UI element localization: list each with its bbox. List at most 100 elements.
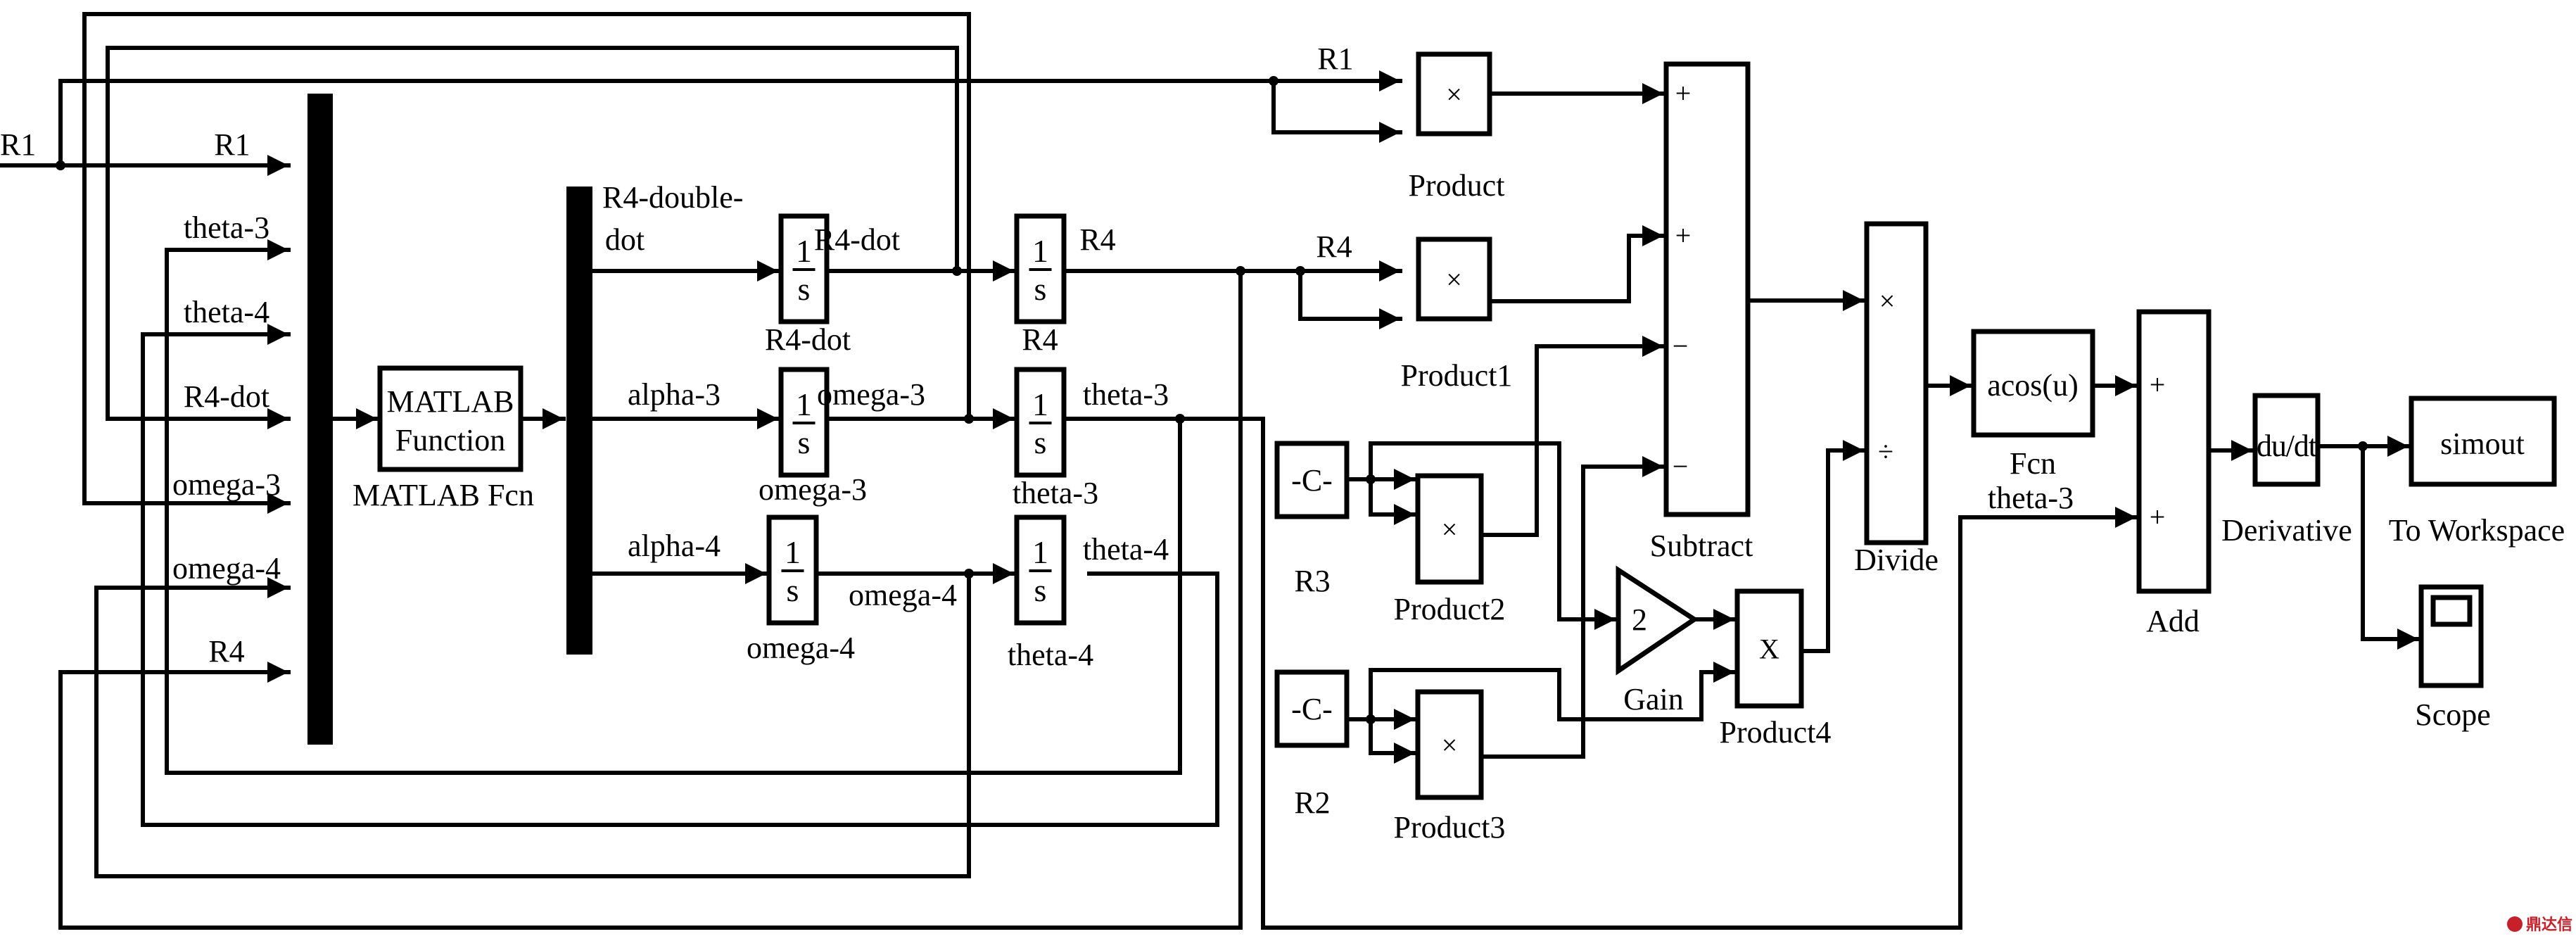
integrator-block[interactable]: 1s: [1014, 514, 1067, 626]
mux-block[interactable]: [307, 94, 333, 745]
integrator-block[interactable]: 1s: [766, 514, 819, 626]
integrator-name: R4-dot: [765, 322, 851, 357]
wire-theta4-feedback[interactable]: [141, 324, 1219, 827]
wire-omega4-feedback[interactable]: [94, 571, 971, 878]
junction-dot: [56, 160, 65, 170]
products: ×Product×Product1×Product2×Product3XProd…: [1394, 51, 1832, 845]
integrator-block[interactable]: 1s: [1014, 367, 1067, 478]
wire-product2-sub3[interactable]: [1479, 336, 1665, 537]
add-name: Add: [2146, 604, 2200, 638]
integrators: 1sR4-dotR4-dot1somega-3omega-31somega-4o…: [747, 213, 1169, 672]
integrator-block[interactable]: 1s: [778, 213, 830, 324]
wire-r4-feedback[interactable]: [58, 269, 1243, 930]
derivative-name: Derivative: [2221, 513, 2352, 548]
subtract-sign-3: −: [1673, 330, 1689, 362]
demux-output-label-1a: R4-double-: [602, 180, 743, 215]
subtract-name: Subtract: [1650, 529, 1753, 563]
mux-input-label-1: R1: [214, 127, 250, 162]
integrator-name: R4: [1022, 322, 1058, 357]
integrator-numerator: 1: [1032, 386, 1048, 422]
wire-theta3-feedback[interactable]: [165, 239, 1182, 775]
signal-labels: R1 R1 theta-3 theta-4 R4-dot omega-3 ome…: [0, 42, 1354, 669]
wire-r3-product2-2[interactable]: [1369, 477, 1417, 525]
integrator-denominator: s: [798, 271, 811, 307]
wire-derivative-scope[interactable]: [2361, 444, 2420, 650]
divide-sign-divide: ÷: [1878, 436, 1893, 467]
wire-r2-product4[interactable]: [1369, 662, 1737, 721]
product-symbol: X: [1759, 633, 1779, 665]
scope-screen-icon: [2430, 595, 2473, 627]
product-block[interactable]: X: [1734, 588, 1804, 709]
constant-block[interactable]: -C-: [1274, 441, 1350, 519]
product-block[interactable]: ×: [1415, 689, 1484, 800]
constant-symbol: -C-: [1291, 463, 1333, 498]
product-name: Product4: [1720, 715, 1832, 750]
integrator-denominator: s: [1034, 271, 1047, 307]
integrator-denominator: s: [798, 424, 811, 460]
wire-product3-sub4[interactable]: [1479, 456, 1665, 759]
integrator-numerator: 1: [1032, 534, 1048, 570]
wire-r2-product3-2[interactable]: [1369, 717, 1417, 764]
junction-dot: [1269, 76, 1279, 86]
wire-r3-gain[interactable]: [1369, 441, 1618, 630]
add-sign-2: +: [2150, 501, 2166, 533]
integrator-output-label: R4-dot: [814, 222, 900, 257]
wire-omega3-feedback[interactable]: [82, 12, 971, 514]
integrator-block[interactable]: 1s: [1014, 213, 1067, 324]
scope-block[interactable]: [2418, 584, 2484, 688]
product-symbol: ×: [1442, 514, 1458, 545]
signal-label-r1-input: R1: [0, 127, 36, 162]
to-workspace-var: simout: [2440, 427, 2525, 461]
gain-value: 2: [1632, 602, 1647, 637]
subtract-block[interactable]: + + − −: [1663, 61, 1751, 517]
mux-input-label-6: omega-4: [172, 551, 281, 586]
integrator-block[interactable]: 1s: [778, 367, 830, 478]
integrator-denominator: s: [1034, 424, 1047, 460]
fcn-block[interactable]: acos(u): [1971, 329, 2095, 438]
subtract-sign-4: −: [1673, 450, 1689, 482]
product-block[interactable]: ×: [1416, 51, 1492, 137]
junction-dot: [1175, 414, 1185, 424]
product-name: Product1: [1401, 358, 1513, 393]
integrator-numerator: 1: [796, 233, 812, 269]
junction-dot: [952, 266, 962, 276]
junction-dot: [964, 414, 974, 424]
integrator-denominator: s: [1034, 572, 1047, 608]
watermark: 鼎达信: [2507, 916, 2572, 934]
product-name: Product3: [1394, 810, 1506, 845]
derivative-block[interactable]: du/dt: [2252, 393, 2321, 487]
wire-r1-product-2[interactable]: [1271, 79, 1402, 143]
integrator-output-label: omega-3: [817, 377, 925, 412]
junction-dot: [1366, 714, 1376, 724]
to-workspace-name: To Workspace: [2389, 513, 2565, 548]
demux-block[interactable]: [566, 187, 592, 655]
to-workspace-block[interactable]: simout: [2409, 396, 2557, 487]
integrator-numerator: 1: [796, 386, 812, 422]
junctions: [56, 76, 2368, 724]
divide-block[interactable]: × ÷: [1864, 221, 1929, 545]
constant-name: R3: [1294, 564, 1330, 598]
integrator-output-label: theta-3: [1083, 377, 1169, 412]
matlab-fcn-block[interactable]: MATLAB Function: [377, 365, 524, 472]
mux-input-label-5: omega-3: [172, 467, 281, 502]
wire-theta3-add[interactable]: [1062, 417, 2138, 930]
constant-block[interactable]: -C-: [1274, 669, 1350, 748]
integrator-name: theta-4: [1008, 638, 1093, 672]
add-sign-1: +: [2150, 369, 2166, 400]
wires: [0, 12, 2420, 930]
product-block[interactable]: ×: [1415, 473, 1484, 585]
fcn-out-signal: theta-3: [1988, 481, 2074, 515]
add-block[interactable]: + +: [2136, 309, 2212, 594]
demux-output-label-2: alpha-3: [628, 377, 721, 412]
wire-r1-product[interactable]: [58, 70, 1402, 168]
gain-block[interactable]: 2: [1616, 565, 1699, 676]
signal-label-r1-top: R1: [1317, 42, 1353, 76]
product-block[interactable]: ×: [1416, 236, 1492, 322]
wire-product1-sub2[interactable]: [1487, 225, 1665, 303]
watermark-logo-icon: [2507, 916, 2523, 932]
divide-sign-multiply: ×: [1879, 285, 1896, 317]
demux-output-label-1b: dot: [605, 222, 645, 257]
wire-product4-divide[interactable]: [1799, 440, 1866, 653]
wire-r4-product1-2[interactable]: [1298, 269, 1402, 329]
